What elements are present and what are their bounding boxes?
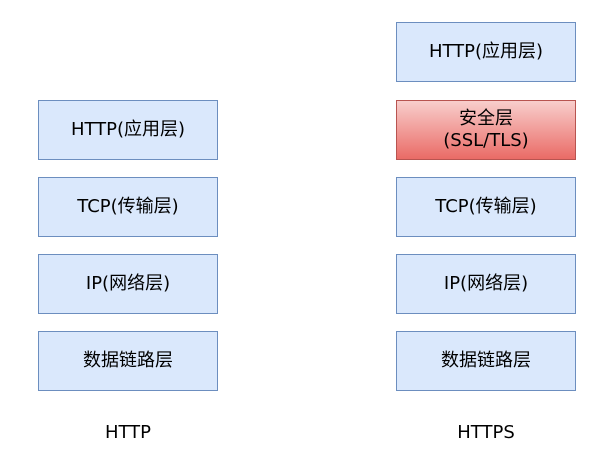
https-stack-caption: HTTPS <box>457 422 515 443</box>
https-security-layer-box: 安全层 (SSL/TLS) <box>396 100 576 160</box>
layer-label: HTTP(应用层) <box>70 119 186 140</box>
layer-label: IP(网络层) <box>85 273 171 294</box>
layer-label: TCP(传输层) <box>77 196 179 217</box>
https-network-layer-box: IP(网络层) <box>396 254 576 314</box>
security-layer-protocol: (SSL/TLS) <box>443 130 529 151</box>
http-network-layer-box: IP(网络层) <box>38 254 218 314</box>
security-layer-title: 安全层 <box>459 108 513 129</box>
https-application-layer-box: HTTP(应用层) <box>396 22 576 82</box>
http-transport-layer-box: TCP(传输层) <box>38 177 218 237</box>
https-data-link-layer-box: 数据链路层 <box>396 331 576 391</box>
layer-label: TCP(传输层) <box>435 196 537 217</box>
layer-label: 数据链路层 <box>83 350 173 371</box>
https-transport-layer-box: TCP(传输层) <box>396 177 576 237</box>
layer-label: HTTP(应用层) <box>428 41 544 62</box>
layer-label: IP(网络层) <box>443 273 529 294</box>
http-application-layer-box: HTTP(应用层) <box>38 100 218 160</box>
http-stack-caption: HTTP <box>104 422 152 443</box>
http-data-link-layer-box: 数据链路层 <box>38 331 218 391</box>
layer-label: 数据链路层 <box>441 350 531 371</box>
